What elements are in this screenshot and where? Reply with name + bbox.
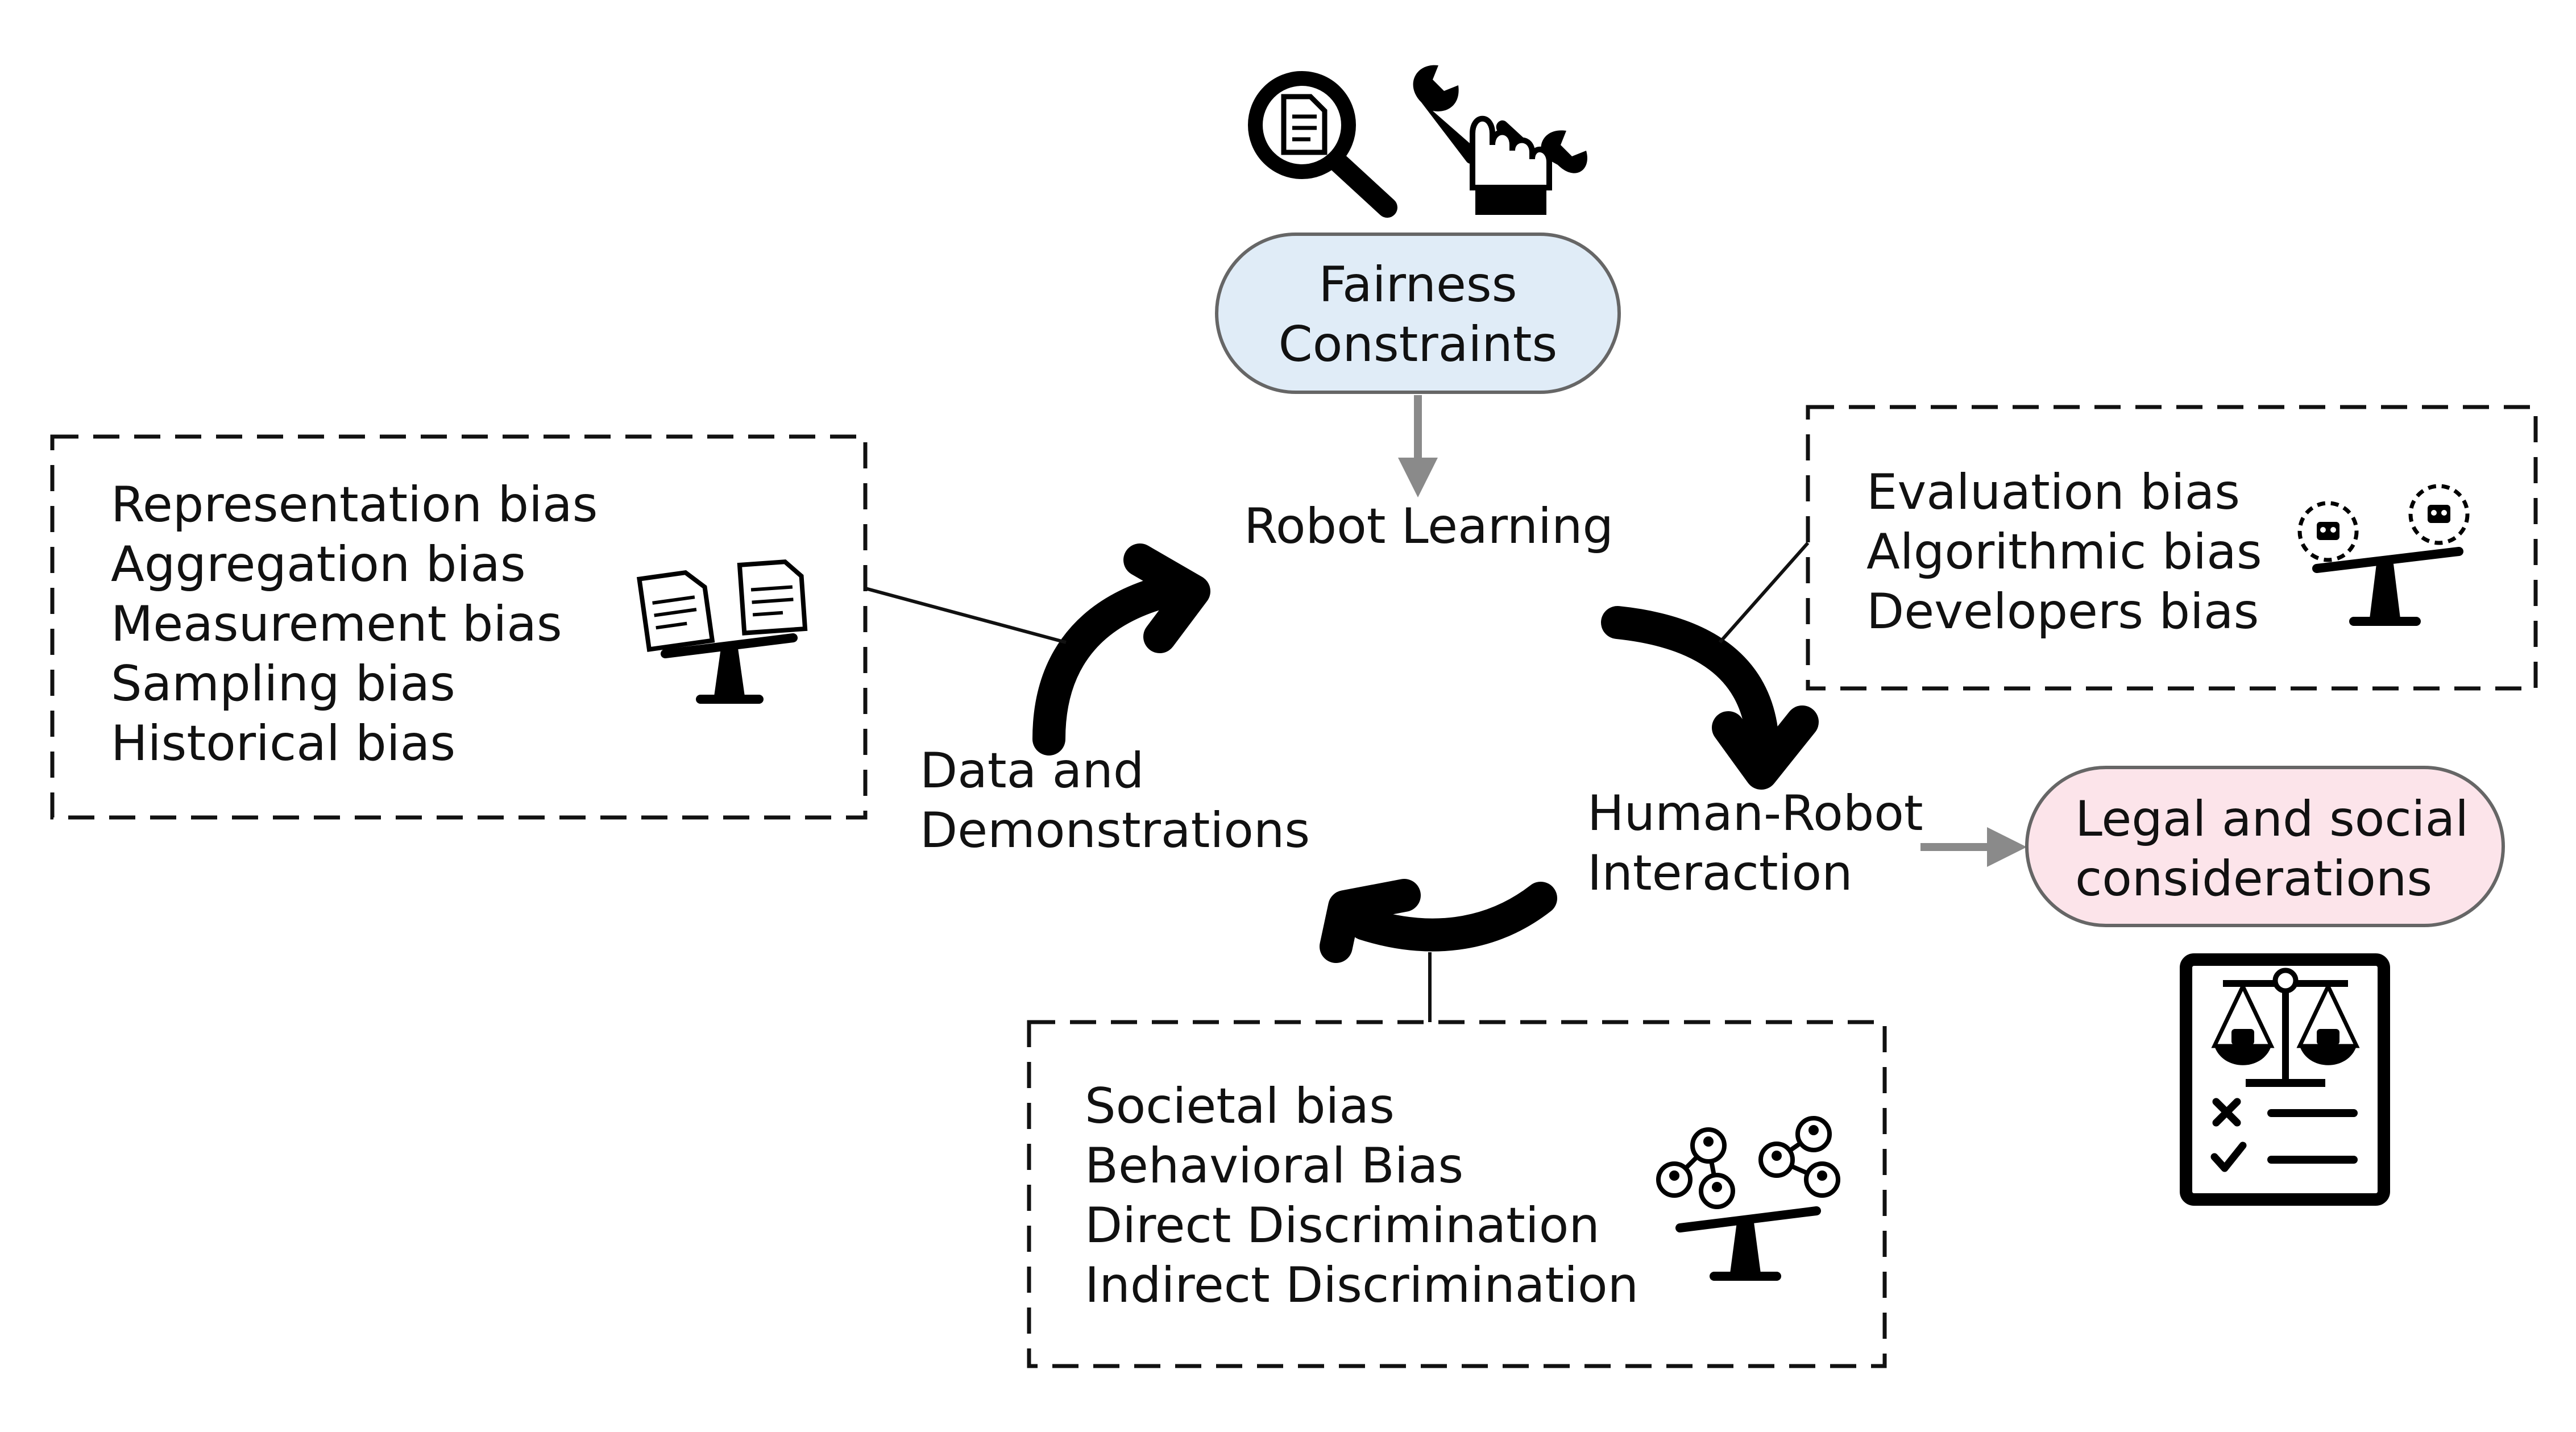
bias-item: Measurement bias [111, 596, 562, 653]
data-demonstrations-line2: Demonstrations [920, 802, 1310, 859]
bias-item: Indirect Discrimination [1085, 1257, 1638, 1314]
cycle-arrow-data-to-learning [1032, 543, 1210, 756]
magnifier-document-icon [1248, 71, 1397, 218]
cycle-arrow-interaction-to-data [1320, 879, 1557, 963]
interaction-bias-box: Societal bias Behavioral Bias Direct Dis… [1027, 1020, 1887, 1368]
legal-social-line2: considerations [2075, 850, 2432, 907]
legal-social-node: Legal and social considerations [2025, 766, 2505, 927]
bias-item: Algorithmic bias [1866, 524, 2262, 580]
fairness-constraints-node: Fairness Constraints [1215, 233, 1621, 394]
data-box-connector [865, 587, 1067, 644]
human-robot-interaction-line2: Interaction [1587, 845, 1853, 902]
algorithmic-box-connector [1718, 542, 1810, 644]
legal-social-line1: Legal and social [2075, 791, 2469, 848]
data-demonstrations-line1: Data and [920, 742, 1144, 799]
bias-item: Aggregation bias [111, 536, 526, 593]
cycle-arrow-learning-to-interaction [1601, 606, 1819, 790]
bias-item: Behavioral Bias [1085, 1138, 1463, 1194]
bias-item: Direct Discrimination [1085, 1197, 1600, 1254]
bias-item: Developers bias [1866, 583, 2259, 640]
bias-item: Representation bias [111, 476, 598, 533]
legal-checklist-icon [2180, 953, 2390, 1206]
fairness-constraints-line2: Constraints [1279, 316, 1558, 373]
wrench-hand-icon [1413, 65, 1587, 215]
bias-item: Evaluation bias [1866, 464, 2240, 521]
robots-balance-icon [2297, 484, 2470, 626]
bias-item: Historical bias [111, 715, 455, 772]
bias-item: Societal bias [1085, 1078, 1395, 1135]
people-network-balance-icon [1656, 1116, 1840, 1281]
algorithmic-bias-box: Evaluation bias Algorithmic bias Develop… [1806, 405, 2538, 691]
documents-balance-icon [636, 559, 808, 704]
bias-item: Sampling bias [111, 655, 455, 712]
data-bias-box: Representation bias Aggregation bias Mea… [50, 434, 868, 820]
human-robot-interaction-line1: Human-Robot [1587, 785, 1923, 842]
fairness-constraints-line1: Fairness [1318, 256, 1517, 313]
robot-learning-label: Robot Learning [1244, 498, 1613, 555]
